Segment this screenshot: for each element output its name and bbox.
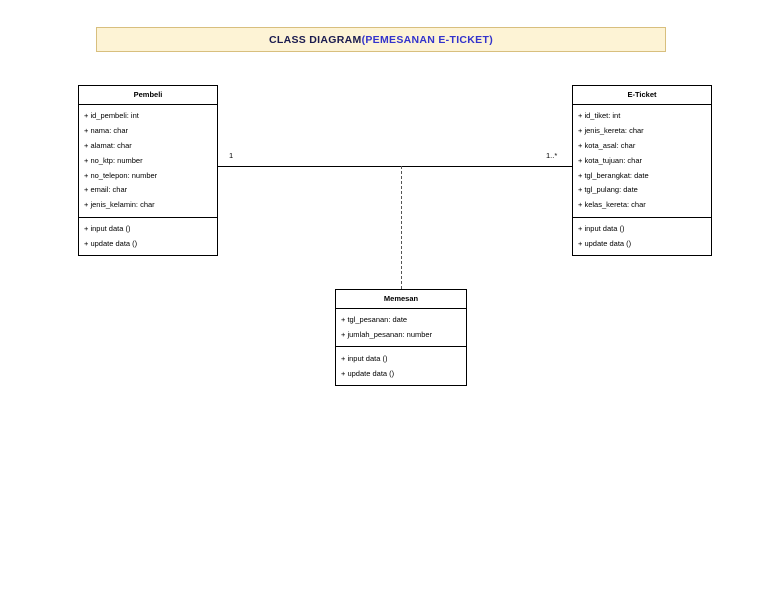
class-name-memesan: Memesan	[336, 290, 466, 309]
class-name-pembeli: Pembeli	[79, 86, 217, 105]
attribute-row: + no_ktp: number	[84, 155, 143, 165]
attribute-row: + id_tiket: int	[578, 111, 621, 120]
method-row: + update data ()	[341, 368, 395, 378]
class-name-eticket: E-Ticket	[573, 86, 711, 105]
attributes-compartment-memesan: + tgl_pesanan: date + jumlah_pesanan: nu…	[336, 309, 466, 347]
attribute-row: + kota_asal: char	[578, 140, 636, 150]
methods-compartment-eticket: + input data () + update data ()	[573, 216, 711, 256]
attribute-row: + nama: char	[84, 125, 128, 135]
class-box-eticket[interactable]: E-Ticket + id_tiket: int + jenis_kereta:…	[572, 85, 712, 257]
class-box-memesan[interactable]: Memesan + tgl_pesanan: date + jumlah_pes…	[335, 289, 467, 386]
methods-compartment-memesan: + input data () + update data ()	[336, 346, 466, 385]
attribute-row: + email: char	[84, 185, 128, 195]
method-row: + input data ()	[578, 224, 625, 234]
association-line	[218, 166, 572, 167]
method-row: + input data ()	[84, 224, 131, 234]
multiplicity-left: 1	[228, 151, 235, 160]
attribute-row: + jenis_kereta: char	[578, 125, 644, 135]
attributes-compartment-pembeli: + id_pembeli: int + nama: char + alamat:…	[79, 105, 217, 217]
method-row: + update data ()	[578, 239, 632, 248]
attribute-row: + id_pembeli: int	[84, 111, 139, 120]
method-row: + update data ()	[84, 239, 138, 248]
attribute-row: + tgl_berangkat: date	[578, 170, 649, 180]
attribute-row: + jenis_kelamin: char	[84, 200, 155, 210]
attribute-row: + kelas_kereta: char	[578, 200, 646, 210]
diagram-title-subtitle: (PEMESANAN E-TICKET)	[361, 33, 493, 46]
multiplicity-right: 1..*	[545, 151, 559, 160]
methods-compartment-pembeli: + input data () + update data ()	[79, 216, 217, 256]
method-row: + input data ()	[341, 353, 388, 363]
association-class-dashed-link	[401, 166, 402, 289]
class-box-pembeli[interactable]: Pembeli + id_pembeli: int + nama: char +…	[78, 85, 218, 257]
attribute-row: + alamat: char	[84, 140, 132, 150]
attribute-row: + jumlah_pesanan: number	[341, 329, 433, 339]
attribute-row: + tgl_pesanan: date	[341, 315, 408, 324]
attribute-row: + kota_tujuan: char	[578, 155, 643, 165]
diagram-title-banner: CLASS DIAGRAM (PEMESANAN E-TICKET)	[96, 27, 666, 52]
diagram-title-main: CLASS DIAGRAM	[269, 33, 362, 46]
attribute-row: + tgl_pulang: date	[578, 185, 638, 195]
attributes-compartment-eticket: + id_tiket: int + jenis_kereta: char + k…	[573, 105, 711, 217]
attribute-row: + no_telepon: number	[84, 170, 158, 180]
